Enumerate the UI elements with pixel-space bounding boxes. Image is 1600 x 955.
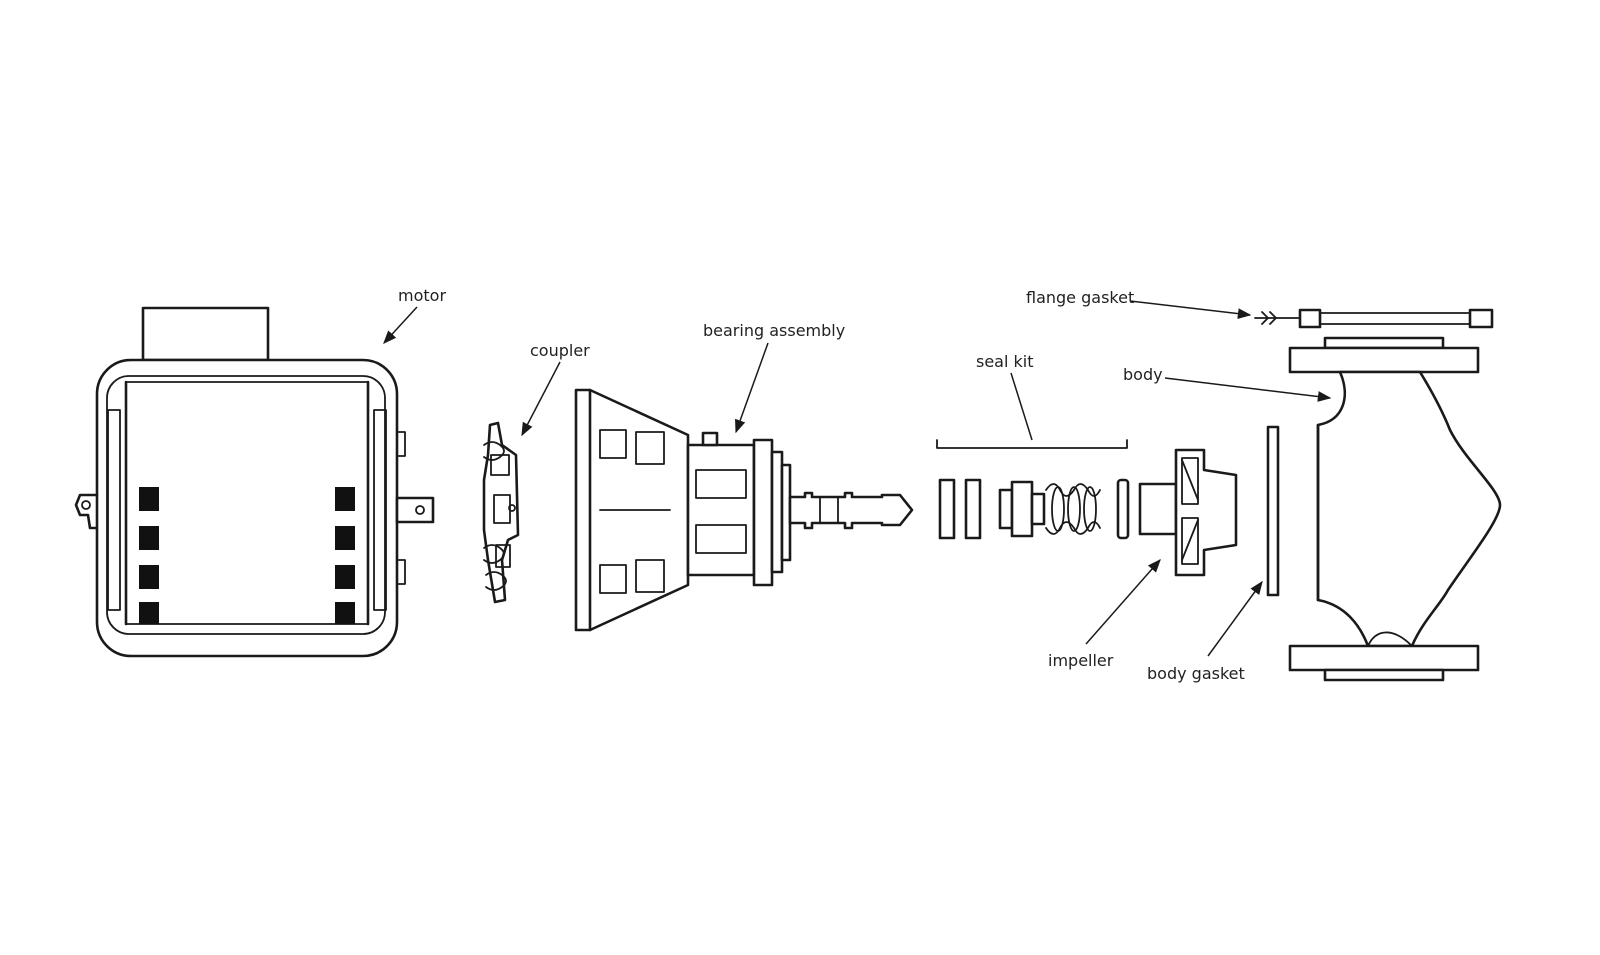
leader-lines	[383, 300, 1332, 657]
motor-leader-arrow	[383, 306, 418, 344]
seal-kit-label: seal kit	[976, 352, 1034, 371]
impeller-leader-arrow	[1085, 558, 1161, 645]
flange-gasket-label: flange gasket	[1026, 288, 1134, 307]
body-gasket-part	[1266, 425, 1280, 597]
body-leader-arrow	[1164, 377, 1332, 402]
body-label: body	[1123, 365, 1163, 384]
body-part	[1288, 336, 1502, 682]
flange-gasket-part	[1254, 308, 1494, 329]
coupler-label: coupler	[530, 341, 590, 360]
bearing-assembly-label: bearing assembly	[703, 321, 845, 340]
body-gasket-label: body gasket	[1147, 664, 1245, 683]
labels: motor coupler bearing assembly seal kit …	[398, 286, 1245, 683]
coupler-part	[482, 421, 520, 604]
body-gasket-leader-arrow	[1207, 580, 1263, 657]
impeller-part	[1138, 448, 1238, 577]
bearing-assembly-leader-arrow	[735, 342, 769, 434]
coupler-leader-arrow	[521, 361, 561, 437]
flange-gasket-leader-arrow	[1129, 300, 1252, 319]
bearing-assembly-part	[574, 388, 914, 632]
motor-part	[74, 306, 435, 658]
seal-kit-part	[936, 439, 1130, 540]
motor-label: motor	[398, 286, 446, 305]
seal-kit-leader-line	[1010, 372, 1033, 441]
impeller-label: impeller	[1048, 651, 1114, 670]
